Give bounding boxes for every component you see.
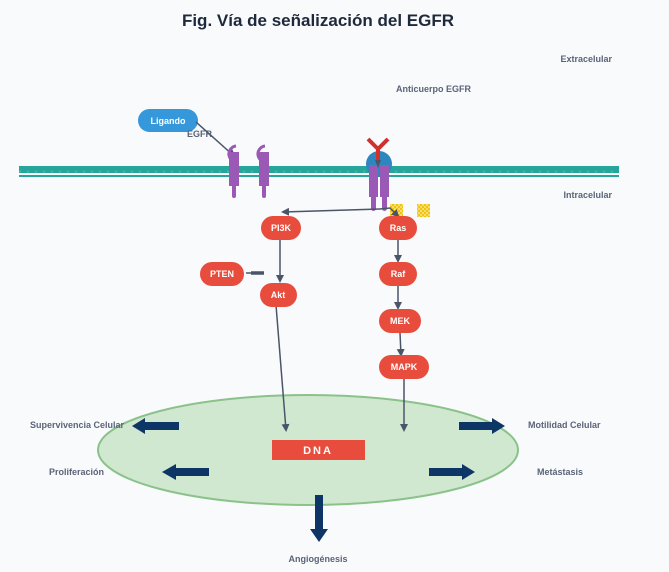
node-raf[interactable]: Raf <box>379 262 417 286</box>
figure-title: Fig. Vía de señalización del EGFR <box>182 11 454 30</box>
dimer-body-right <box>380 165 389 197</box>
node-pi3k[interactable]: PI3K <box>261 216 301 240</box>
raf-label: Raf <box>391 269 407 279</box>
ligand-pill[interactable] <box>138 109 198 132</box>
antibody-label: Anticuerpo EGFR <box>396 84 472 94</box>
arrow-receptor-to-pi3k <box>281 207 381 216</box>
membrane-outer-layer <box>19 166 619 173</box>
arrow-left-icon <box>162 464 209 480</box>
node-mek[interactable]: MEK <box>379 309 421 333</box>
pten-label: PTEN <box>210 269 234 279</box>
membrane-inner-layer <box>19 175 619 177</box>
egfr-dimer-with-antibody <box>366 137 430 217</box>
outcome-motility: Motilidad Celular <box>528 420 601 430</box>
node-ras[interactable]: Ras <box>379 216 417 240</box>
mapk-label: MAPK <box>391 362 418 372</box>
akt-label: Akt <box>271 290 286 300</box>
node-akt[interactable]: Akt <box>260 283 297 307</box>
dimer-tail-left <box>371 195 376 211</box>
arrow-left-icon <box>132 418 179 434</box>
phosphate-group-icon <box>417 204 430 217</box>
intracellular-label: Intracelular <box>563 190 612 200</box>
dna-box <box>272 440 365 460</box>
egfr-label: EGFR <box>187 129 213 139</box>
outcome-survival: Supervivencia Celular <box>30 420 125 430</box>
arrow-down-icon <box>310 495 328 542</box>
outcome-proliferation: Proliferación <box>49 467 104 477</box>
ligand-label: Ligando <box>151 116 186 126</box>
arrow-right-icon <box>429 464 475 480</box>
ras-label: Ras <box>390 223 407 233</box>
cell-membrane <box>19 166 619 177</box>
arrow-right-icon <box>459 418 505 434</box>
extracellular-label: Extracelular <box>560 54 612 64</box>
ligand-binding-arrow <box>195 121 236 158</box>
outcome-metastasis: Metástasis <box>537 467 583 477</box>
dimer-body-left <box>369 165 378 197</box>
arrow-receptor-to-ras <box>379 207 400 218</box>
receptor-body <box>259 152 269 186</box>
egfr-receptor-1 <box>227 144 239 198</box>
outcome-angiogenesis: Angiogénesis <box>288 554 347 564</box>
arrow-akt-to-dna <box>275 304 290 432</box>
antibody-y-icon <box>366 137 390 168</box>
dna-label: DNA <box>303 445 333 457</box>
ligand[interactable]: Ligando <box>138 109 198 132</box>
node-pten[interactable]: PTEN <box>200 262 244 286</box>
receptor-body <box>229 152 239 186</box>
egfr-receptor-2 <box>256 144 269 198</box>
mek-label: MEK <box>390 316 411 326</box>
outcome-arrows <box>132 418 505 542</box>
pathway-arrows <box>246 207 405 357</box>
arrow-mek-to-mapk <box>396 332 405 357</box>
pi3k-label: PI3K <box>271 223 292 233</box>
node-mapk[interactable]: MAPK <box>379 355 429 379</box>
receptor-tail <box>262 184 266 198</box>
receptor-tail <box>232 184 236 198</box>
dimer-tail-right <box>382 195 387 211</box>
